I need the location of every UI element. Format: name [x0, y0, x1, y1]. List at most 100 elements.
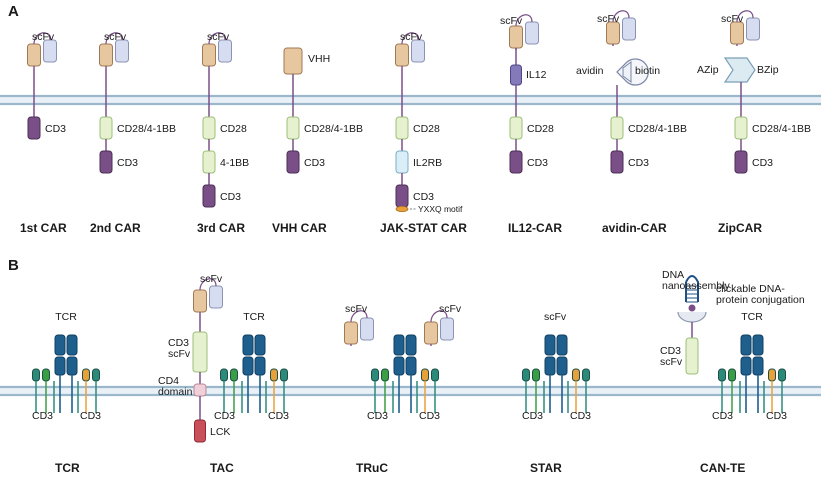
tcr-4-dna-hairpin [685, 275, 699, 302]
tcr-1-binder-label: scFv [200, 273, 223, 285]
tcr-2-cd3-head0 [371, 368, 379, 382]
car-5-scfv-loop [515, 14, 533, 27]
car-6-title: avidin-CAR [602, 221, 667, 235]
tcr-0-cd3-head0 [32, 368, 40, 382]
tcr-1-cd3-head3 [280, 368, 288, 382]
car-4-scfv-vl [411, 39, 425, 63]
car-2-cd3-label: CD3 [220, 191, 241, 203]
tcr-3-tcr-v0 [544, 334, 556, 356]
car-4-title: JAK-STAT CAR [380, 221, 467, 235]
car-0-title: 1st CAR [20, 221, 67, 235]
tcr-0-title: TCR [55, 461, 80, 475]
tcr-1-cd3scfv [192, 331, 208, 373]
car-3-cd3-label: CD3 [304, 157, 325, 169]
tcr-3-binder-label: scFv [544, 311, 567, 323]
car-1-cd3 [99, 150, 113, 174]
car-2-costim2-label: 4-1BB [220, 157, 249, 169]
car-7-costim [734, 116, 748, 140]
car-4-il2rb-label: IL2RB [413, 157, 442, 169]
car-1-title: 2nd CAR [90, 221, 141, 235]
car-5-costim-label: CD28 [527, 123, 554, 135]
tcr-0-cd3-head3 [92, 368, 100, 382]
car-6-binder-label: scFv [597, 13, 620, 25]
car-7-scfv-vl [746, 17, 760, 41]
tcr-3-cd3-label: CD3 [522, 410, 543, 422]
car-6-scfv-loop [612, 10, 630, 23]
tcr-1-tcr-v1 [254, 334, 266, 356]
car-4-cd3 [395, 184, 409, 208]
car-2-costim1 [202, 116, 216, 140]
car-6-scfv-vl [622, 17, 636, 41]
car-7-binder-label: scFv [721, 13, 744, 25]
car-3-costim [286, 116, 300, 140]
tcr-1-tcr-c1 [254, 356, 266, 376]
tcr-4-tcr-c0 [740, 356, 752, 376]
car-4-yxxq [395, 205, 409, 212]
tcr-1-lck-label: LCK [210, 426, 230, 438]
car-6-avidin-label: avidin [576, 65, 604, 77]
tcr-4-cd3-head0 [718, 368, 726, 382]
tcr-4-tcr-c1 [752, 356, 764, 376]
car-4-scfv-vh [395, 43, 409, 67]
tcr-4-tcr-v1 [752, 334, 764, 356]
tcr-1-lck [194, 419, 206, 443]
car-2-binder-label: scFv [207, 31, 230, 43]
tcr-4-cd3-head3 [778, 368, 786, 382]
car-7-scfv-vh [730, 21, 744, 45]
car-4-scfv-loop [401, 32, 419, 45]
car-2-scfv-loop [208, 32, 226, 45]
tcr-1-cd4 [193, 383, 207, 397]
tcr-1-tcr-v0 [242, 334, 254, 356]
tcr-0-tcr-c1 [66, 356, 78, 376]
car-6-cd3-label: CD3 [628, 157, 649, 169]
car-4-motif-label: YXXQ motif [418, 204, 463, 214]
tcr-0-cd3-head1 [42, 368, 50, 382]
car-5-il12-label: IL12 [526, 69, 547, 81]
tcr-3-cd3-label-right: CD3 [570, 410, 591, 422]
tcr-2-binder-right-label: scFv [439, 303, 462, 315]
tcr-3-cd3-head2 [572, 368, 580, 382]
car-0-scfv-loop [33, 32, 51, 45]
car-4-costim [395, 116, 409, 140]
car-3-costim-label: CD28/4-1BB [304, 123, 363, 135]
car-2-costim2 [202, 150, 216, 174]
tcr-4-click-label: clickable DNA-protein conjugation [716, 283, 805, 306]
car-7-bzip-label: BZip [757, 64, 779, 76]
car-0-cd3-label: CD3 [45, 123, 66, 135]
car-3-cd3 [286, 150, 300, 174]
car-6-scfv-vh [606, 21, 620, 45]
tcr-1-cd3-head2 [270, 368, 278, 382]
car-4-binder-label: scFv [400, 31, 423, 43]
car-7-title: ZipCAR [718, 221, 762, 235]
tcr-4-cd3-head1 [728, 368, 736, 382]
car-1-costim [99, 116, 113, 140]
car-2-scfv-vh [202, 43, 216, 67]
tcr-2-cd3-head2 [421, 368, 429, 382]
tcr-1-scfv-loop [199, 278, 217, 291]
tcr-4-cd3scfv [685, 337, 699, 375]
car-4-cd3-label: CD3 [413, 191, 434, 203]
tcr-4-cd3-right-label: CD3 [766, 410, 787, 422]
tcr-3-cd3-head1 [532, 368, 540, 382]
tcr-3-tcr-c0 [544, 356, 556, 376]
car-6-cd3 [610, 150, 624, 174]
car-2-cd3 [202, 184, 216, 208]
car-6-biotin [622, 61, 632, 83]
tcr-1-cd3-head0 [220, 368, 228, 382]
car-5-il12 [510, 64, 522, 86]
car-1-costim-label: CD28/4-1BB [117, 123, 176, 135]
tcr-2-tcr-c0 [393, 356, 405, 376]
tcr-2-scfv-right-vl [440, 317, 454, 341]
car-3-vhh [283, 47, 303, 75]
car-7-scfv-loop [736, 10, 754, 23]
tcr-0-cd3-head2 [82, 368, 90, 382]
car-1-scfv-vl [115, 39, 129, 63]
tcr-1-cd3-right-label: CD3 [268, 410, 289, 422]
tcr-0-tcr-c0 [54, 356, 66, 376]
tcr-3-title: STAR [530, 461, 562, 475]
tcr-2-scfv-right-loop [430, 310, 448, 323]
car-6-costim-label: CD28/4-1BB [628, 123, 687, 135]
tcr-1-scfv-vl [209, 285, 223, 309]
car-7-cd3 [734, 150, 748, 174]
